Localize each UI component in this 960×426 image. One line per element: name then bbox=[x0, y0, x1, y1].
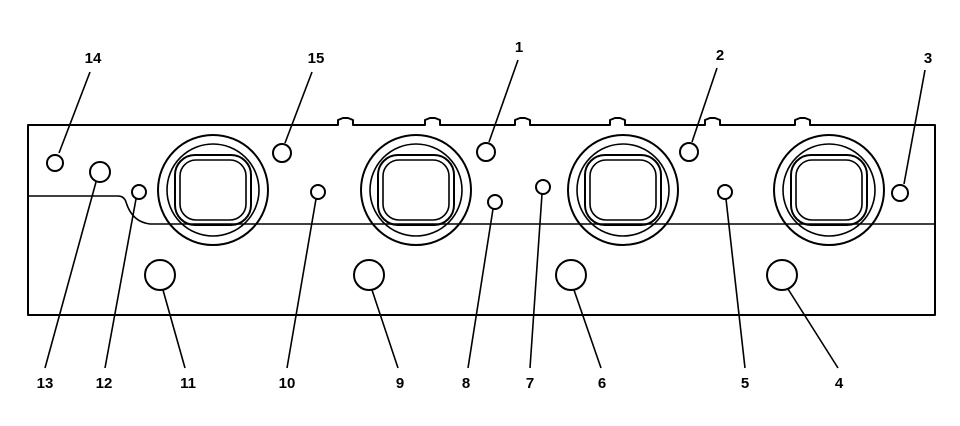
callout-15: 15 bbox=[308, 50, 325, 67]
gasket-outline bbox=[27, 117, 936, 316]
leader-10 bbox=[286, 198, 317, 369]
callout-1: 1 bbox=[515, 39, 523, 56]
leader-4 bbox=[787, 288, 839, 369]
bolt-hole-12 bbox=[131, 184, 147, 200]
exhaust-port-4 bbox=[773, 134, 885, 246]
callout-8: 8 bbox=[462, 375, 470, 392]
bolt-hole-13 bbox=[89, 161, 111, 183]
callout-13: 13 bbox=[37, 375, 54, 392]
bolt-hole-14 bbox=[46, 154, 64, 172]
bolt-hole-6 bbox=[555, 259, 587, 291]
leader-11 bbox=[162, 289, 186, 369]
bolt-hole-10 bbox=[310, 184, 326, 200]
bolt-hole-7 bbox=[535, 179, 551, 195]
leader-13 bbox=[44, 181, 97, 369]
leader-3 bbox=[903, 69, 926, 185]
leader-5 bbox=[725, 198, 746, 369]
bolt-hole-11 bbox=[144, 259, 176, 291]
bolt-hole-9 bbox=[353, 259, 385, 291]
bolt-hole-15 bbox=[272, 143, 292, 163]
callout-3: 3 bbox=[924, 50, 932, 67]
bolt-hole-8 bbox=[487, 194, 503, 210]
gasket-seam-line bbox=[28, 195, 935, 225]
leader-2 bbox=[691, 67, 718, 143]
callout-7: 7 bbox=[526, 375, 534, 392]
leader-12 bbox=[104, 198, 137, 369]
bolt-hole-1 bbox=[476, 142, 496, 162]
leader-14 bbox=[58, 71, 91, 154]
leader-7 bbox=[529, 193, 543, 369]
exhaust-port-1 bbox=[157, 134, 269, 246]
leader-1 bbox=[488, 59, 519, 143]
callout-10: 10 bbox=[279, 375, 296, 392]
exhaust-port-2 bbox=[360, 134, 472, 246]
bolt-hole-4 bbox=[766, 259, 798, 291]
callout-11: 11 bbox=[180, 375, 196, 392]
callout-4: 4 bbox=[835, 375, 844, 392]
leader-15 bbox=[284, 71, 313, 144]
bolt-hole-2 bbox=[679, 142, 699, 162]
leader-9 bbox=[371, 289, 399, 369]
callout-5: 5 bbox=[741, 375, 749, 392]
callout-6: 6 bbox=[598, 375, 606, 392]
callout-12: 12 bbox=[96, 375, 113, 392]
callout-9: 9 bbox=[396, 375, 404, 392]
bolt-hole-5 bbox=[717, 184, 733, 200]
callout-2: 2 bbox=[716, 47, 724, 64]
callout-14: 14 bbox=[85, 50, 102, 67]
leader-6 bbox=[573, 289, 602, 369]
bolt-hole-3 bbox=[891, 184, 909, 202]
exhaust-port-3 bbox=[567, 134, 679, 246]
leader-8 bbox=[467, 208, 494, 369]
